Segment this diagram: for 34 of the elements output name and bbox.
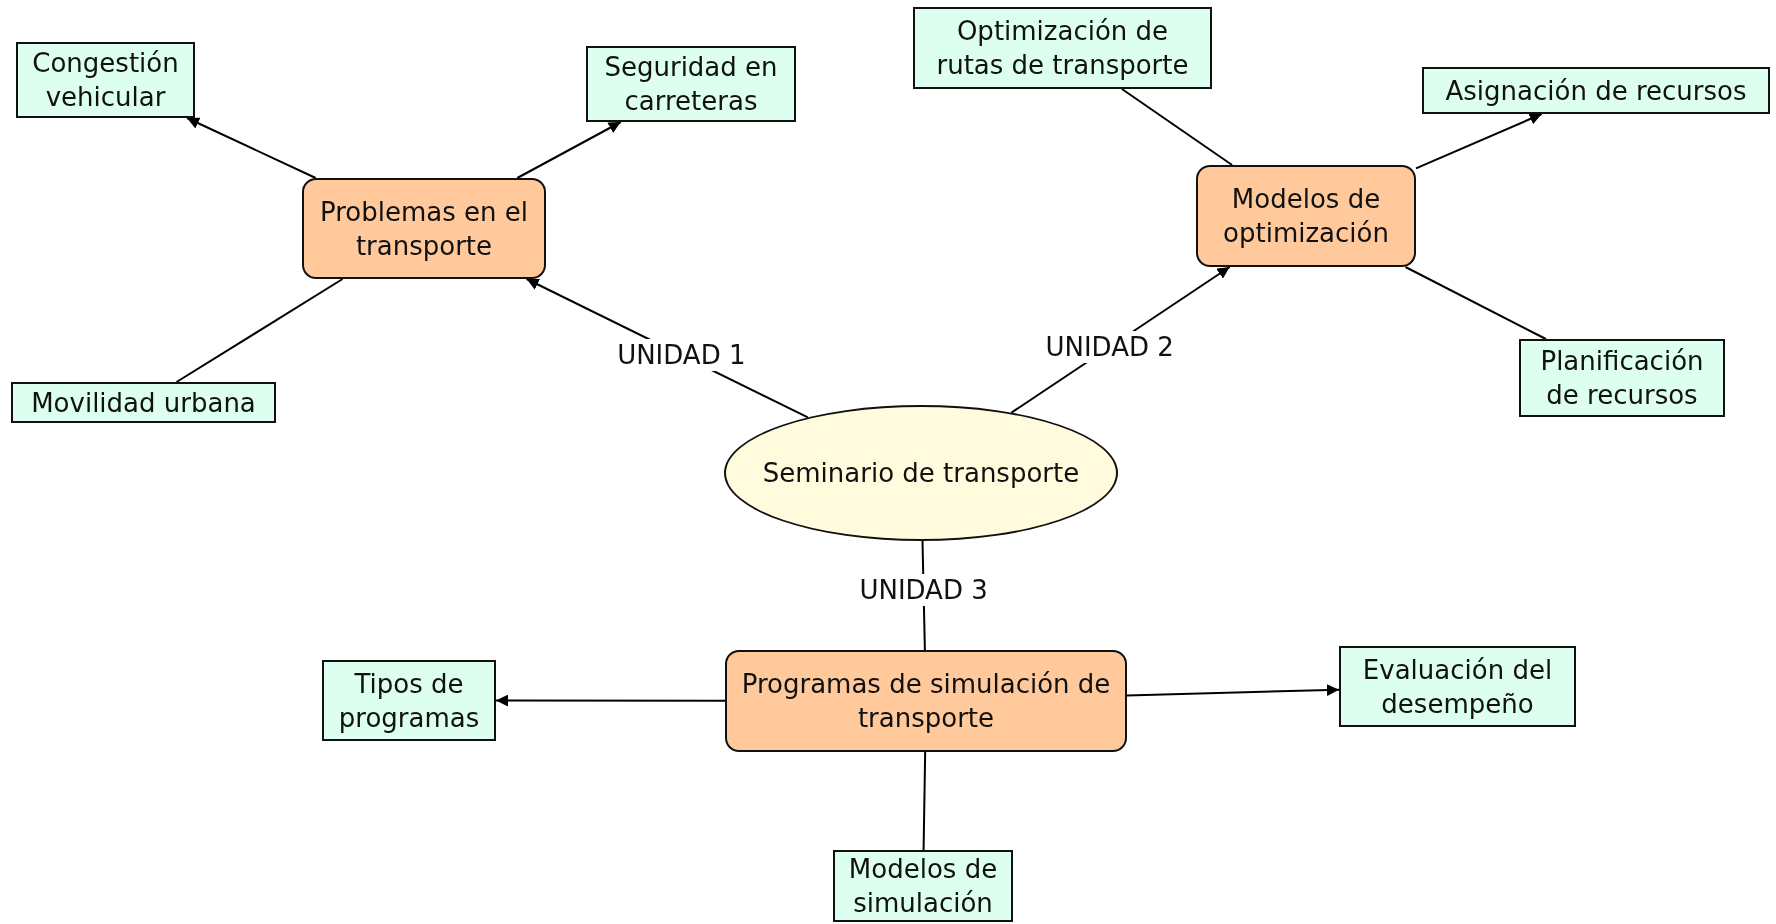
leaf-label: Asignación de recursos xyxy=(1445,74,1747,108)
connector-line xyxy=(922,751,927,851)
leaf-label: Planificación de recursos xyxy=(1539,345,1705,412)
oval-label: Seminario de transporte xyxy=(762,457,1080,490)
leaf-box xyxy=(322,660,496,741)
leaf-label: Modelos de simulación xyxy=(847,853,999,920)
arrow xyxy=(186,117,317,179)
arrow xyxy=(1126,684,1340,697)
topic-label: Problemas en el transporte xyxy=(319,195,529,263)
leaf-label: Movilidad urbana xyxy=(31,386,256,420)
leaf-box xyxy=(1422,67,1770,114)
connector-line xyxy=(1120,88,1234,166)
topic-label: Programas de simulación de transporte xyxy=(740,668,1112,735)
leaf-label: Congestión vehicular xyxy=(31,47,180,114)
leaf-box xyxy=(1519,339,1725,417)
topic-box xyxy=(302,178,546,279)
arrow xyxy=(1415,113,1543,170)
leaf-label: Tipos de programas xyxy=(337,667,481,735)
leaf-label: Optimización de rutas de transporte xyxy=(935,15,1190,82)
arrow xyxy=(495,694,726,707)
topic-label: Modelos de optimización xyxy=(1222,183,1390,250)
leaf-box xyxy=(586,46,796,122)
leaf-box xyxy=(833,850,1013,922)
leaf-label: Seguridad en carreteras xyxy=(603,51,779,118)
leaf-box xyxy=(1339,646,1576,727)
leaf-box xyxy=(11,382,276,423)
arrow xyxy=(516,121,622,179)
leaf-box xyxy=(913,7,1212,89)
leaf-box xyxy=(16,42,195,118)
topic-box xyxy=(1196,165,1416,267)
connector-line xyxy=(175,278,344,383)
leaf-label: Evaluación del desempeño xyxy=(1361,653,1554,721)
connector-line xyxy=(1404,266,1547,340)
topic-box xyxy=(725,650,1127,752)
